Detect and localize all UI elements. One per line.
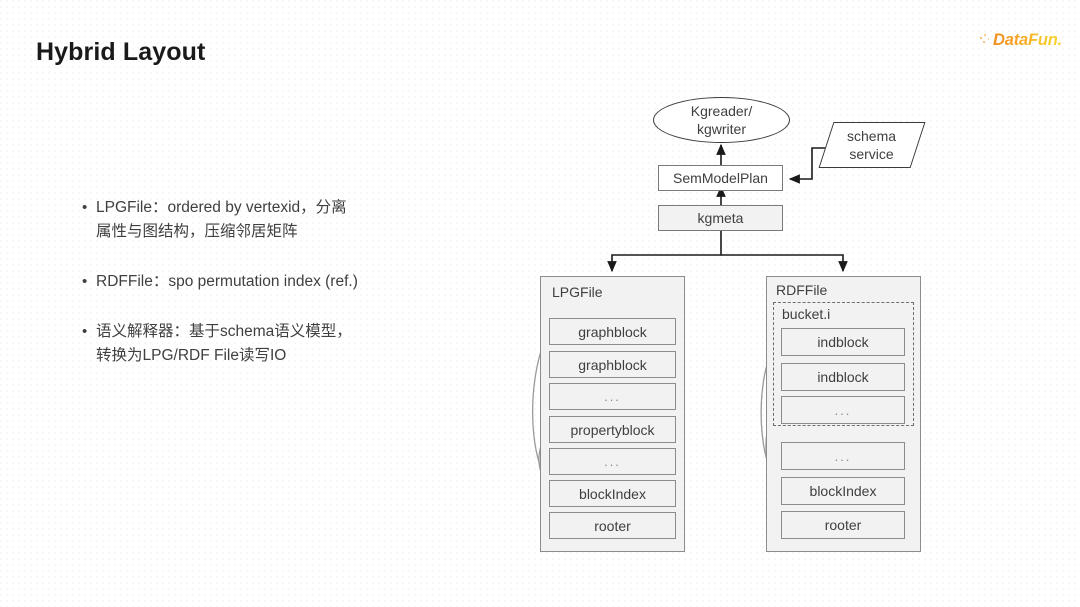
list-item: • 语义解释器：基于schema语义模型， 转换为LPG/RDF File读写I… (82, 320, 452, 368)
bullet-text: RDFFile：spo permutation index (ref.) (96, 273, 358, 290)
logo-dots-icon (980, 34, 991, 48)
rdf-cell-rooter: rooter (781, 511, 905, 539)
lpg-cell-graphblock-1: graphblock (549, 318, 676, 345)
lpg-cell-ellipsis-2: ... (549, 448, 676, 475)
bullet-marker: • (82, 199, 88, 216)
node-kgreader-kgwriter: Kgreader/ kgwriter (653, 97, 790, 143)
lpg-cell-propertyblock: propertyblock (549, 416, 676, 443)
datafun-logo: DataFun. (980, 31, 1062, 50)
bullet-text: LPGFile：ordered by vertexid，分离 属性与图结构，压缩… (96, 199, 347, 240)
rdf-cell-bucket-ellipsis: ... (781, 396, 905, 424)
group-bucket-i (773, 302, 914, 426)
container-lpgfile-label: LPGFile (552, 284, 603, 300)
rdf-cell-ellipsis: ... (781, 442, 905, 470)
lpg-cell-ellipsis-1: ... (549, 383, 676, 410)
list-item: • RDFFile：spo permutation index (ref.) (82, 270, 452, 294)
node-label: schema service (847, 128, 897, 162)
lpg-cell-rooter: rooter (549, 512, 676, 539)
node-kgmeta: kgmeta (658, 205, 783, 231)
node-label: Kgreader/ kgwriter (690, 103, 753, 137)
node-schema-service: schema service (818, 122, 926, 168)
bullet-marker: • (82, 323, 88, 340)
rdf-cell-blockindex: blockIndex (781, 477, 905, 505)
rdf-cell-indblock-1: indblock (781, 328, 905, 356)
lpg-cell-graphblock-2: graphblock (549, 351, 676, 378)
node-label: SemModelPlan (673, 170, 768, 186)
container-rdffile-label: RDFFile (776, 282, 828, 298)
list-item: • LPGFile：ordered by vertexid，分离 属性与图结构，… (82, 196, 452, 244)
group-bucket-i-label: bucket.i (782, 306, 831, 322)
bullet-marker: • (82, 273, 88, 290)
page-title: Hybrid Layout (36, 38, 206, 66)
bullet-list: • LPGFile：ordered by vertexid，分离 属性与图结构，… (82, 196, 452, 394)
logo-wordmark: DataFun. (993, 31, 1062, 49)
node-label: kgmeta (697, 210, 744, 226)
rdf-cell-indblock-2: indblock (781, 363, 905, 391)
node-semmodelplan: SemModelPlan (658, 165, 783, 191)
bullet-text: 语义解释器：基于schema语义模型， 转换为LPG/RDF File读写IO (96, 323, 352, 364)
lpg-cell-blockindex: blockIndex (549, 480, 676, 507)
